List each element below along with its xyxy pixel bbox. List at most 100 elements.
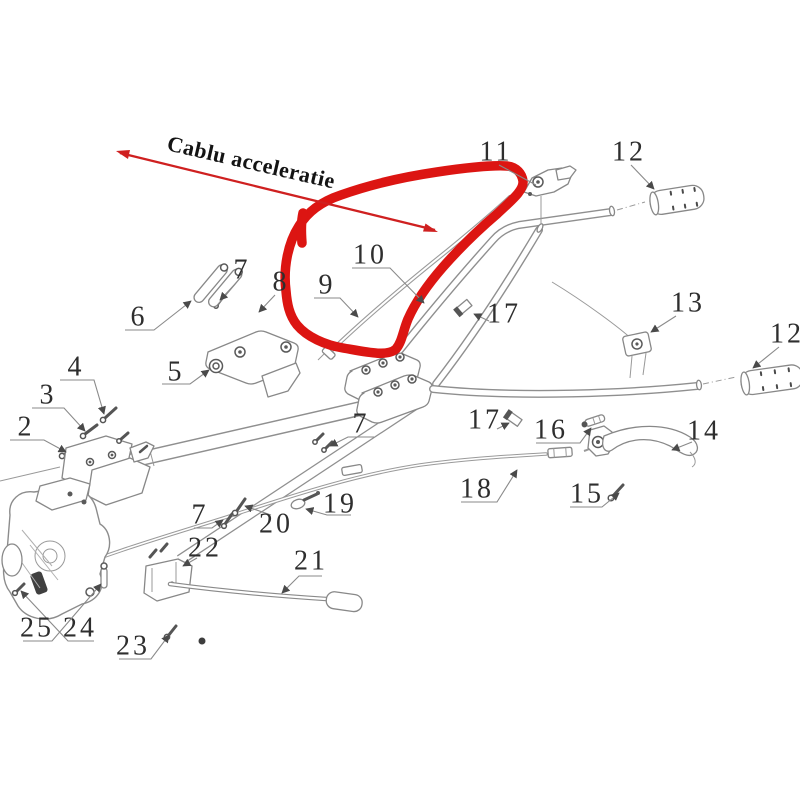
part-number-8: 8 — [273, 267, 290, 298]
part-label-17a: 17 — [473, 299, 521, 330]
leader-line-17a — [473, 313, 490, 322]
part-label-14: 14 — [671, 416, 718, 452]
part-label-22: 22 — [182, 533, 222, 567]
screw-16 — [581, 414, 606, 428]
part-number-11: 11 — [480, 137, 513, 168]
leader-line-23 — [119, 634, 170, 660]
part-number-23: 23 — [116, 631, 150, 662]
handlebar-tube-lower-right — [429, 376, 737, 398]
annotation-arrowhead-left — [116, 150, 130, 159]
bolt-17-lower — [502, 409, 523, 427]
part-label-18: 18 — [460, 469, 518, 505]
part-label-3: 3 — [32, 380, 86, 432]
part-number-15: 15 — [570, 479, 604, 510]
pin-20 — [231, 497, 247, 517]
part-label-7b: 7 — [329, 409, 374, 447]
leader-line-3 — [32, 407, 86, 432]
part-number-17b: 17 — [468, 405, 502, 436]
highlight-circle — [280, 161, 528, 359]
frame-mount-cluster — [61, 431, 155, 506]
part-number-5: 5 — [168, 357, 185, 388]
part-number-24: 24 — [63, 613, 97, 644]
part-number-13: 13 — [671, 288, 705, 319]
part-label-11: 11 — [480, 137, 537, 186]
part-number-18: 18 — [460, 474, 494, 505]
leader-line-6 — [125, 300, 192, 331]
part-number-6: 6 — [131, 302, 148, 333]
part-label-9: 9 — [314, 270, 359, 318]
leader-line-8 — [258, 294, 276, 313]
part-number-20: 20 — [259, 509, 293, 540]
leader-line-9 — [314, 297, 359, 318]
part-number-7a: 7 — [234, 255, 251, 286]
line-art — [0, 165, 800, 645]
part-label-13: 13 — [650, 288, 705, 333]
part-label-16: 16 — [534, 415, 592, 446]
handlebar-tube-right-upper — [432, 223, 544, 388]
red-annotation: Cablu acceleratie — [116, 131, 528, 359]
screw-23 — [163, 624, 206, 645]
part-label-17b: 17 — [468, 405, 510, 436]
part-label-24: 24 — [20, 590, 97, 644]
annotation-arrow-line — [119, 151, 436, 232]
cable-eyelet-19 — [290, 491, 320, 510]
leader-line-12a — [630, 164, 655, 190]
part-number-22: 22 — [188, 533, 222, 564]
leader-line-25 — [23, 583, 102, 642]
part-number-12b: 12 — [770, 319, 800, 350]
screw-15 — [607, 483, 625, 502]
double-pin-6 — [193, 263, 243, 308]
bolt-17-upper — [453, 298, 473, 318]
leader-line-12b — [752, 346, 780, 369]
part-label-7c: 7 — [192, 500, 224, 531]
part-number-12a: 12 — [612, 137, 646, 168]
leader-line-4 — [60, 379, 106, 415]
leader-line-7c — [194, 519, 224, 529]
part-label-20: 20 — [244, 504, 293, 540]
clamp-bracket-8 — [205, 330, 301, 398]
leader-line-7a — [219, 282, 237, 301]
leader-line-24 — [20, 590, 94, 642]
bolt-part — [11, 582, 26, 597]
screws-7b — [312, 432, 334, 453]
part-number-7c: 7 — [192, 500, 209, 531]
leader-line-7b — [329, 436, 374, 447]
part-label-7a: 7 — [219, 255, 251, 301]
leader-line-19 — [305, 507, 351, 516]
leader-line-20 — [244, 504, 272, 516]
depth-lever-21 — [167, 581, 363, 613]
annotation-arrowhead-right — [423, 223, 438, 232]
gearbox-assembly — [1, 477, 111, 620]
bracket-22 — [143, 542, 193, 602]
part-label-6: 6 — [125, 300, 192, 333]
part-label-12b: 12 — [752, 319, 800, 369]
part-number-9: 9 — [319, 270, 336, 301]
part-number-25: 25 — [20, 613, 54, 644]
leader-line-15 — [570, 492, 620, 508]
highlight-circle-tail — [296, 208, 308, 248]
part-label-19: 19 — [305, 489, 354, 520]
part-label-15: 15 — [570, 479, 620, 510]
part-label-10: 10 — [352, 240, 425, 304]
part-number-10: 10 — [353, 240, 387, 271]
handle-grip-right — [740, 364, 800, 396]
part-number-17a: 17 — [487, 299, 521, 330]
grommet-5 — [208, 358, 224, 374]
pin-part — [100, 562, 108, 589]
part-label-8: 8 — [258, 267, 290, 313]
leader-line-17b — [496, 422, 510, 431]
part-number-3: 3 — [40, 380, 57, 411]
edge-leader-line — [0, 466, 61, 482]
part-label-25: 25 — [20, 583, 102, 644]
leader-line-10 — [352, 267, 425, 304]
part-label-4: 4 — [60, 352, 106, 415]
handle-grip-top — [649, 184, 705, 216]
part-label-5: 5 — [162, 357, 210, 388]
leader-line-18 — [461, 469, 518, 503]
part-label-2: 2 — [10, 412, 67, 453]
handlebar-tube-left — [396, 201, 646, 354]
leader-line-16 — [536, 427, 592, 444]
part-number-4: 4 — [68, 352, 85, 383]
